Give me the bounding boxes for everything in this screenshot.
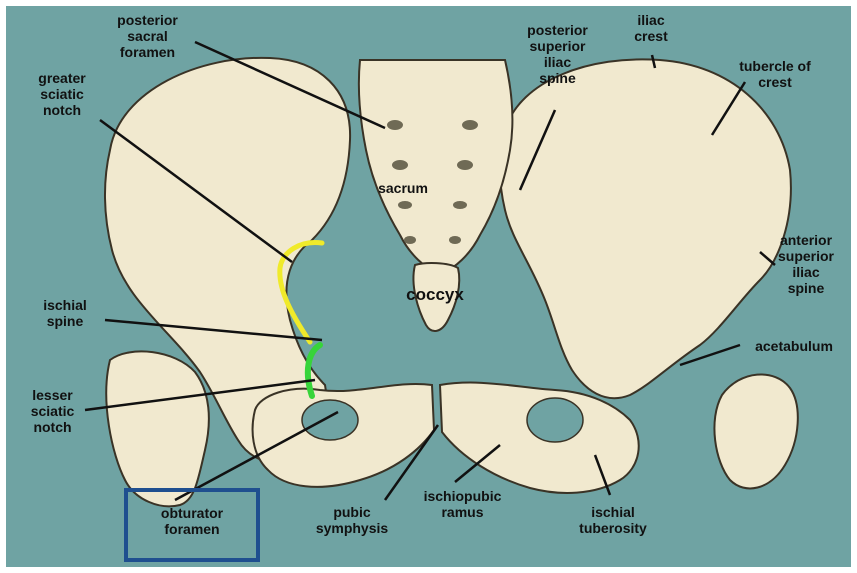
obturator-foramen-highlight-box <box>124 488 260 562</box>
right-obturator-hole <box>527 398 583 442</box>
label-ischial-spine: ischial spine <box>30 297 100 329</box>
sacral-foramen-8 <box>449 236 461 244</box>
label-coccyx: coccyx <box>390 286 480 304</box>
sacral-foramen-1 <box>387 120 403 130</box>
sacral-foramen-3 <box>392 160 408 170</box>
sacral-foramen-5 <box>398 201 412 209</box>
label-lesser-sciatic-notch: lesser sciatic notch <box>15 387 90 435</box>
left-obturator-hole <box>302 400 358 440</box>
sacral-foramen-6 <box>453 201 467 209</box>
label-ischial-tuberosity: ischial tuberosity <box>558 504 668 536</box>
sacral-foramen-2 <box>462 120 478 130</box>
label-anterior-superior-iliac-spine: anterior superior iliac spine <box>765 232 847 296</box>
label-tubercle-of-crest: tubercle of crest <box>725 58 825 90</box>
label-posterior-superior-iliac-spine: posterior superior iliac spine <box>510 22 605 86</box>
label-pubic-symphysis: pubic symphysis <box>302 504 402 536</box>
label-greater-sciatic-notch: greater sciatic notch <box>22 70 102 118</box>
label-sacrum: sacrum <box>368 180 438 196</box>
label-acetabulum: acetabulum <box>738 338 850 354</box>
label-iliac-crest: iliac crest <box>620 12 682 44</box>
label-posterior-sacral-foramen: posterior sacral foramen <box>95 12 200 60</box>
sacral-foramen-7 <box>404 236 416 244</box>
sacral-foramen-4 <box>457 160 473 170</box>
label-ischiopubic-ramus: ischiopubic ramus <box>410 488 515 520</box>
